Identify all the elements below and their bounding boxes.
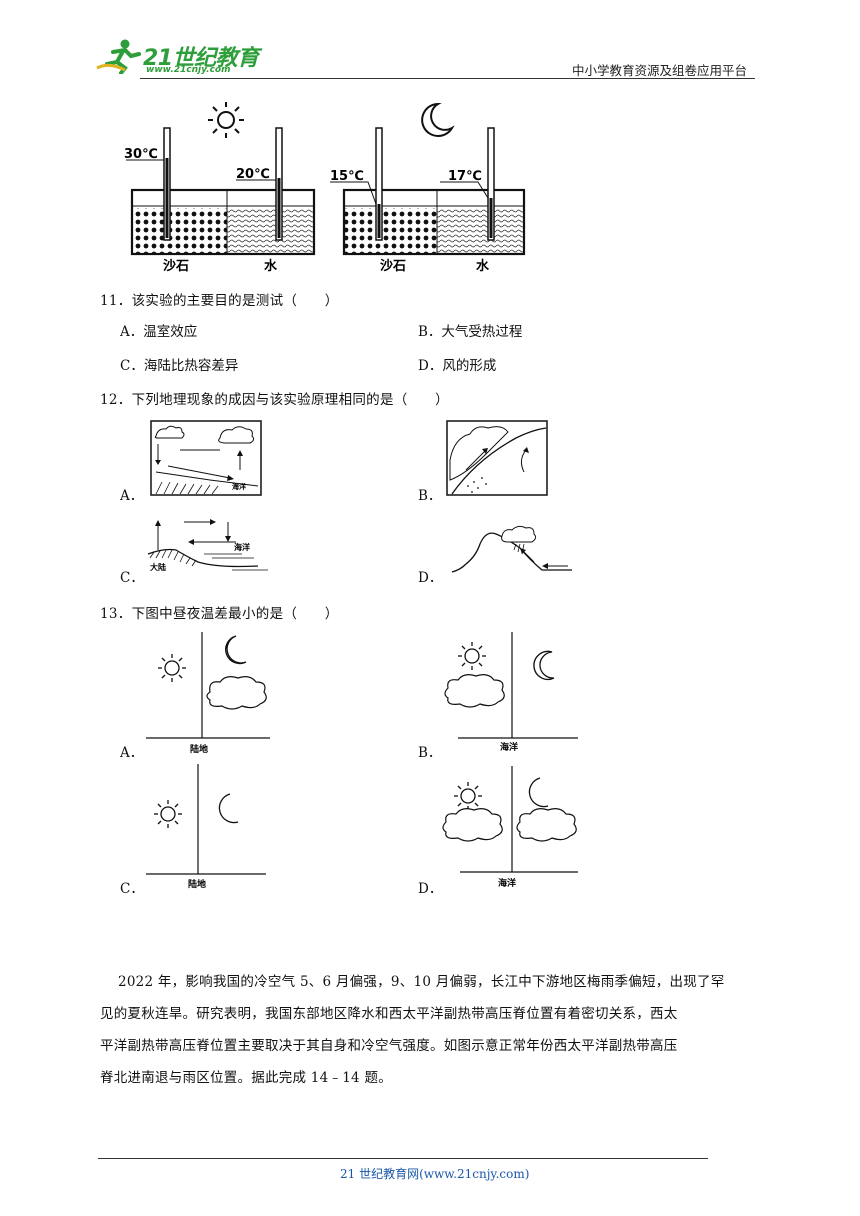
q11-stem: 11．该实验的主要目的是测试（ ）	[100, 293, 339, 309]
logo-text: 21世纪教育	[143, 46, 259, 71]
q13-figure-c: 陆地	[146, 764, 266, 890]
sun-icon	[458, 642, 486, 670]
passage-line-1: 2022 年，影响我国的冷空气 5、6 月偏强，9、10 月偏弱，长江中下游地区…	[118, 974, 725, 990]
experiment-figure: 30℃ 20℃ 沙石 水 15℃ 17℃ 沙石 水	[124, 102, 526, 274]
moon-icon	[225, 635, 247, 665]
header: 21世纪教育 www.21cnjy.com 中小学教育资源及组卷应用平台	[0, 0, 860, 80]
q12-option-c[interactable]: C．	[120, 570, 144, 586]
water-label-night: 水	[476, 258, 490, 274]
water-label-day: 水	[264, 258, 278, 274]
cloud-icon	[206, 676, 267, 710]
q13-figure-b: 海洋	[444, 632, 578, 753]
footer-text[interactable]: 21 世纪教育网(www.21cnjy.com)	[340, 1167, 530, 1181]
moon-icon	[528, 777, 549, 808]
q11-option-b[interactable]: B．大气受热过程	[418, 324, 523, 340]
sand-label-night: 沙石	[380, 259, 406, 274]
q12-option-b[interactable]: B．	[418, 488, 442, 504]
passage: 2022 年，影响我国的冷空气 5、6 月偏强，9、10 月偏弱，长江中下游地区…	[100, 966, 758, 1094]
q12-figure-d	[451, 525, 572, 573]
q12-fig-c-land-label: 大陆	[150, 562, 166, 572]
q13-fig-c-label: 陆地	[188, 878, 206, 890]
tank-day	[126, 127, 316, 256]
temp-label-water-day: 20℃	[236, 167, 270, 182]
q11-option-a[interactable]: A．温室效应	[120, 324, 198, 340]
q13-option-b[interactable]: B．	[418, 745, 442, 761]
q11-option-c[interactable]: C．海陆比热容差异	[120, 358, 239, 374]
q12-stem: 12．下列地理现象的成因与该实验原理相同的是（ ）	[100, 392, 449, 408]
moon-icon	[533, 650, 555, 681]
moon-icon	[218, 793, 239, 824]
q13-fig-d-label: 海洋	[498, 877, 516, 889]
q12-fig-a-ocean-label: 海洋	[232, 482, 246, 491]
footer-divider	[98, 1158, 708, 1159]
temp-label-sand-day: 30℃	[124, 147, 158, 162]
cloud-icon	[516, 808, 577, 842]
header-divider	[140, 78, 755, 79]
passage-line-3: 平洋副热带高压脊位置主要取决于其自身和冷空气强度。如图示意正常年份西太平洋副热带…	[100, 1038, 678, 1054]
q12-figure-b	[446, 420, 548, 496]
q13-option-a[interactable]: A．	[120, 745, 144, 761]
q13-figure-d: 海洋	[442, 766, 578, 889]
header-platform-text: 中小学教育资源及组卷应用平台	[572, 63, 748, 78]
cloud-icon	[444, 674, 505, 708]
moon-icon	[421, 102, 455, 137]
cloud-icon	[442, 808, 503, 842]
q13-option-c[interactable]: C．	[120, 881, 144, 897]
passage-line-2: 见的夏秋连旱。研究表明，我国东部地区降水和西太平洋副热带高压脊位置有着密切关系，…	[100, 1006, 678, 1022]
sun-icon	[454, 782, 482, 810]
passage-line-4: 脊北进南退与雨区位置。据此完成 14﹣14 题。	[100, 1070, 392, 1086]
q12-option-a[interactable]: A．	[120, 488, 144, 504]
q13-option-d[interactable]: D．	[418, 881, 443, 897]
q12-option-d[interactable]: D．	[418, 570, 443, 586]
q11-option-d[interactable]: D．风的形成	[418, 358, 497, 374]
temp-label-water-night: 17℃	[448, 169, 482, 184]
q12-figure-c: 海洋 大陆	[147, 519, 268, 572]
sand-label-day: 沙石	[163, 259, 189, 274]
q13-fig-a-label: 陆地	[190, 743, 208, 755]
sun-icon	[154, 800, 182, 828]
logo-url: www.21cnjy.com	[146, 65, 231, 75]
sun-icon	[158, 654, 186, 682]
temp-label-sand-night: 15℃	[330, 169, 364, 184]
tank-night	[330, 127, 526, 256]
q13-fig-b-label: 海洋	[500, 741, 518, 753]
q13-figure-a: 陆地	[146, 632, 270, 755]
q13-stem: 13．下图中昼夜温差最小的是（ ）	[100, 606, 339, 622]
q12-figure-a: 海洋	[150, 420, 262, 496]
q12-fig-c-ocean-label: 海洋	[234, 542, 250, 552]
sun-icon	[208, 102, 244, 138]
logo-runner-icon	[96, 39, 141, 74]
